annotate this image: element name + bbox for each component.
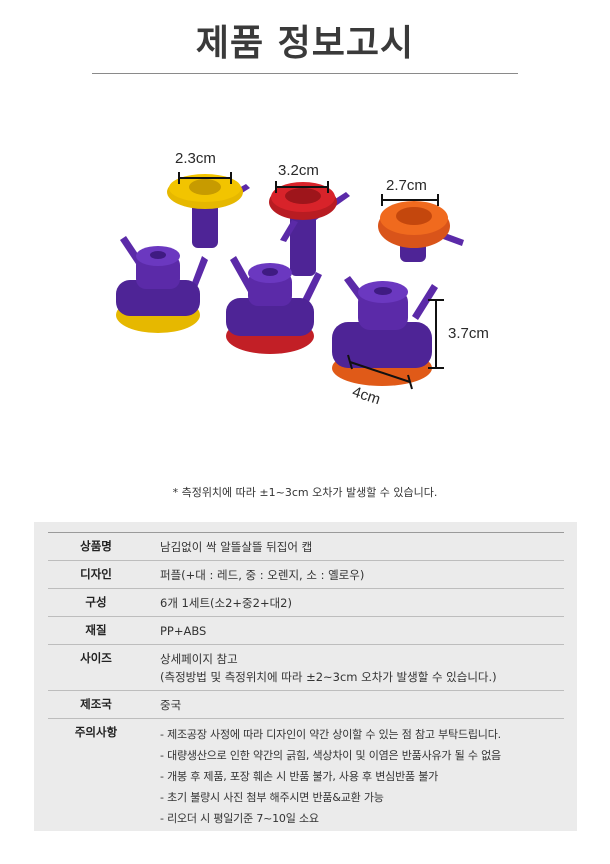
width-label: 4cm	[350, 383, 382, 408]
info-value: - 제조공장 사정에 따라 디자인이 약간 상이할 수 있는 점 참고 부탁드립…	[160, 728, 501, 825]
info-row-design: 디자인 퍼플(+대 : 레드, 중 : 오렌지, 소 : 옐로우)	[48, 560, 564, 589]
info-row-product-name: 상품명 남김없이 싹 알뜰살뜰 뒤집어 캡	[48, 532, 564, 561]
medium-diameter-label: 2.7cm	[386, 177, 427, 194]
orange-cap	[378, 194, 464, 262]
info-value: 중국	[144, 690, 564, 719]
product-info-table: 상품명 남김없이 싹 알뜰살뜰 뒤집어 캡 디자인 퍼플(+대 : 레드, 중 …	[34, 522, 577, 831]
info-row-caution: 주의사항 - 제조공장 사정에 따라 디자인이 약간 상이할 수 있는 점 참고…	[48, 719, 564, 834]
info-label: 제조국	[48, 690, 144, 719]
title-divider	[92, 73, 518, 74]
info-row-size: 사이즈 상세페이지 참고 (측정방법 및 측정위치에 따라 ±2~3cm 오차가…	[48, 644, 564, 691]
red-cap	[269, 181, 350, 276]
info-label: 상품명	[48, 532, 144, 561]
info-value: 6개 1세트(소2+중2+대2)	[144, 588, 564, 617]
info-value: PP+ABS	[144, 616, 564, 645]
info-value: 퍼플(+대 : 레드, 중 : 오렌지, 소 : 옐로우)	[144, 560, 564, 589]
red-cap-inverted	[226, 256, 322, 354]
measurement-note: * 측정위치에 따라 ±1~3cm 오차가 발생할 수 있습니다.	[172, 486, 438, 499]
info-row-composition: 구성 6개 1세트(소2+중2+대2)	[48, 588, 564, 617]
orange-cap-inverted	[332, 276, 438, 386]
info-label: 사이즈	[48, 644, 144, 691]
yellow-cap	[167, 172, 250, 248]
small-diameter-label: 2.3cm	[175, 150, 216, 167]
info-label: 재질	[48, 616, 144, 645]
info-row-origin: 제조국 중국	[48, 690, 564, 719]
info-label: 디자인	[48, 560, 144, 589]
info-value: 상세페이지 참고 (측정방법 및 측정위치에 따라 ±2~3cm 오차가 발생할…	[144, 644, 564, 691]
yellow-cap-inverted	[116, 236, 208, 333]
info-row-material: 재질 PP+ABS	[48, 616, 564, 645]
page-title: 제품 정보고시	[195, 23, 415, 64]
product-photo: 2.3cm 3.2cm 2.7cm 3.7cm 4cm	[116, 150, 489, 408]
info-value: 남김없이 싹 알뜰살뜰 뒤집어 캡	[144, 532, 564, 561]
large-diameter-label: 3.2cm	[278, 162, 319, 179]
info-label: 구성	[48, 588, 144, 617]
height-label: 3.7cm	[448, 325, 489, 342]
info-label: 주의사항	[74, 725, 118, 739]
